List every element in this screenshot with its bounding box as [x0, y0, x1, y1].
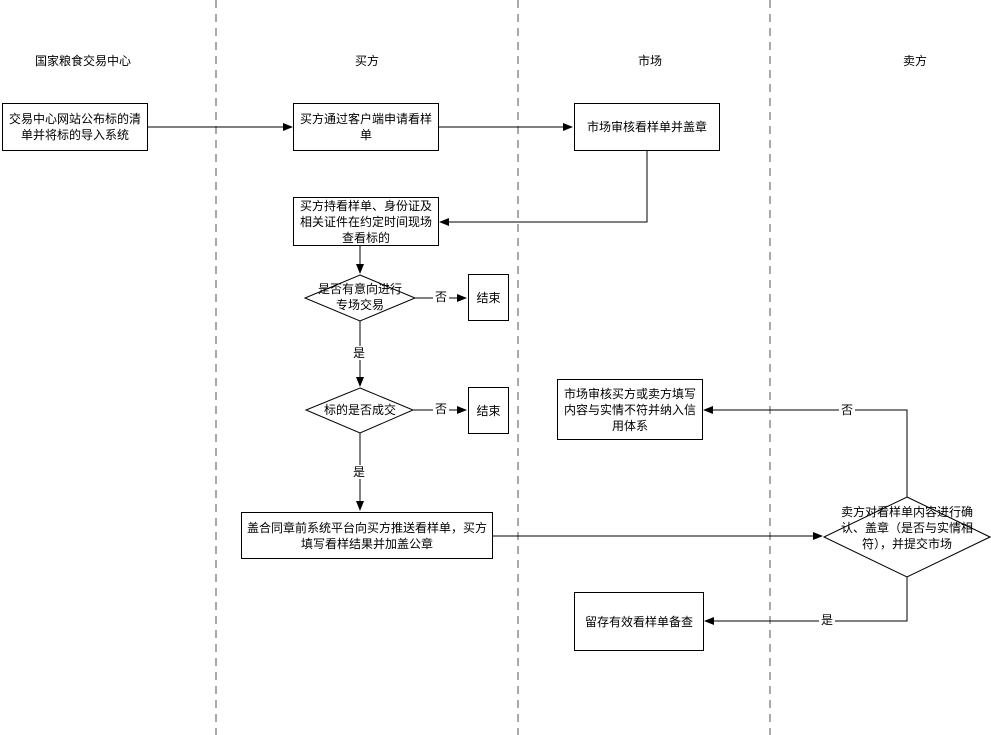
lane-title-seller: 卖方 — [902, 54, 927, 68]
node-review: 市场审核看样单并盖章 — [574, 103, 720, 151]
label-deal-no: 否 — [433, 402, 450, 416]
node-publish: 交易中心网站公布标的清单并将标的导入系统 — [2, 103, 148, 151]
decision-intent-text: 是否有意向进行专场交易 — [318, 282, 403, 312]
edge-review-visit — [439, 151, 648, 226]
node-credit: 市场审核买方或卖方填写内容与实情不符并纳入信用体系 — [557, 379, 703, 440]
node-end1: 结束 — [468, 274, 509, 321]
lane-title-market: 市场 — [637, 54, 662, 68]
edge-confirm-archive — [704, 577, 908, 625]
label-deal-yes: 是 — [351, 465, 368, 479]
edge-confirm-credit — [703, 406, 908, 497]
decision-deal-text: 标的是否成交 — [323, 403, 396, 417]
label-confirm-yes: 是 — [819, 613, 836, 627]
node-end2: 结束 — [468, 387, 509, 434]
label-intent-yes: 是 — [351, 346, 368, 360]
node-apply: 买方通过客户端申请看样单 — [293, 103, 439, 151]
lane-title-buyer: 买方 — [354, 54, 379, 68]
decision-confirm-text: 卖方对看样单内容进行确认、盖章（是否与实情相符），并提交市场 — [840, 505, 973, 551]
lane-title-exchange: 国家粮食交易中心 — [34, 54, 131, 68]
label-confirm-no: 否 — [839, 403, 856, 417]
label-intent-no: 否 — [433, 290, 450, 304]
node-archive: 留存有效看样单备查 — [574, 592, 704, 651]
node-visit: 买方持看样单、身份证及相关证件在约定时间现场查看标的 — [293, 197, 439, 246]
node-push: 盖合同章前系统平台向买方推送看样单，买方填写看样结果并加盖公章 — [241, 512, 493, 559]
